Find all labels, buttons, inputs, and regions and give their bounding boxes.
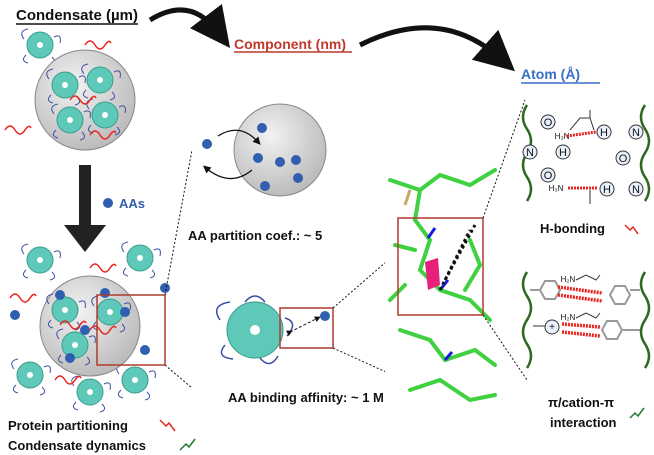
svg-text:H₂N: H₂N [561,275,576,284]
protein-binding [215,295,330,365]
svg-text:Component (nm): Component (nm) [234,36,346,52]
droplet [202,103,327,197]
condensate-dynamics-label: Condensate dynamics [8,438,146,453]
svg-text:H: H [603,184,611,196]
zoom-box-atom [397,217,484,316]
molecular-structure [385,165,500,420]
svg-text:H₃N: H₃N [555,132,570,141]
heading-component: Component (nm) [234,36,352,53]
pi-interaction-label-line1: π/cation-π [548,395,614,410]
aa-dot [103,198,113,208]
svg-text:H: H [600,127,608,139]
svg-text:Atom (Å): Atom (Å) [521,66,580,82]
down-arrow [64,165,106,252]
aas-label: AAs [119,196,145,211]
condensate-top [4,28,136,151]
condensate-bottom [9,241,170,413]
partition-coef-label: AA partition coef.: ~ 5 [188,228,322,243]
pi-interaction-panel: + H₂N H₂N [521,271,651,369]
increase-arrow-icon [629,407,645,419]
svg-text:N: N [632,127,640,139]
decrease-arrow-icon [624,224,639,235]
svg-text:+: + [549,322,555,333]
svg-text:N: N [632,184,640,196]
decrease-arrow-icon [159,419,176,432]
binding-affinity-label: AA binding affinity: ~ 1 M [228,390,384,405]
svg-text:O: O [544,117,553,129]
heading-condensate: Condensate (µm) [16,7,138,25]
zoom-box-condensate [96,294,166,366]
svg-text:O: O [619,153,628,165]
svg-text:N: N [526,147,534,159]
zoom-box-component [279,307,334,349]
h-bonding-label: H-bonding [540,221,605,236]
protein-partitioning-label: Protein partitioning [8,418,128,433]
svg-text:H₃N: H₃N [549,184,564,193]
svg-text:H₂N: H₂N [561,313,576,322]
svg-text:H: H [559,147,567,159]
scale-arrow-1 [148,3,231,48]
increase-arrow-icon [179,438,196,451]
svg-text:Condensate (µm): Condensate (µm) [16,7,138,24]
pi-interaction-label-line2: interaction [550,415,617,430]
svg-text:O: O [544,170,553,182]
scale-arrow-2 [358,25,515,72]
heading-atom: Atom (Å) [521,66,600,84]
